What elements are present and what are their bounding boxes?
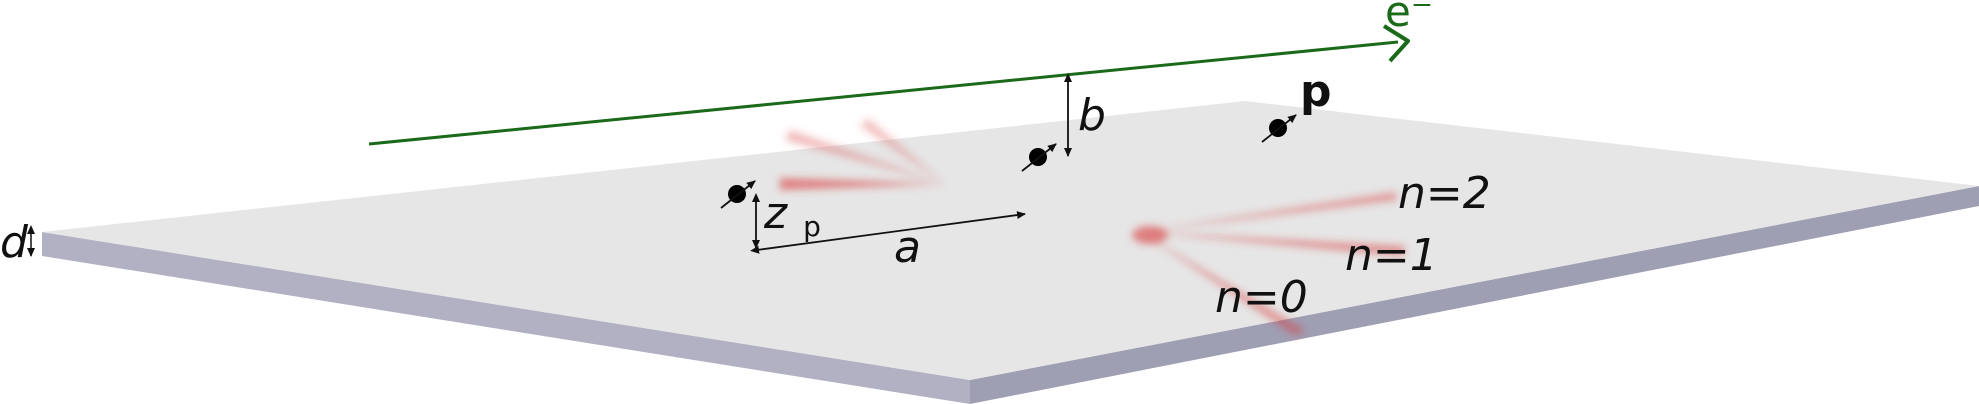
dipole-arrow-icon [1021,143,1057,172]
particle-2 [1021,143,1057,172]
slab-side-right [970,186,1979,404]
separation-arrow [750,211,1026,254]
order-2-label: n=2 [1398,168,1491,219]
thickness-label: d [0,217,29,268]
electron-beam-line [368,40,1399,146]
electron-beam: e⁻ [368,0,1433,146]
particles [720,114,1297,209]
particle-3 [1261,114,1297,143]
dimension-annotations [27,73,1072,257]
particle-1 [720,180,756,209]
slab [42,101,1979,404]
arrowhead-icon [1382,24,1410,63]
height-label: z p [763,188,821,243]
text-labels: b a z p d p n=2 n=1 n=0 [0,66,1491,323]
slab-side-left [42,232,970,404]
order-0-label: n=0 [1215,272,1308,323]
height-subscript: p [803,210,821,243]
particle-label: p [1300,66,1332,117]
height-symbol: z [763,188,788,239]
impact-parameter-label: b [1078,90,1106,141]
separation-label: a [894,222,921,273]
electron-label: e⁻ [1385,0,1433,36]
order-1-label: n=1 [1345,230,1438,281]
slab-top [42,101,1979,380]
dipole-arrow-icon [1261,114,1297,143]
emission-particle-1 [780,118,945,190]
dipole-arrow-icon [720,180,756,209]
emission-orders [1132,192,1405,336]
